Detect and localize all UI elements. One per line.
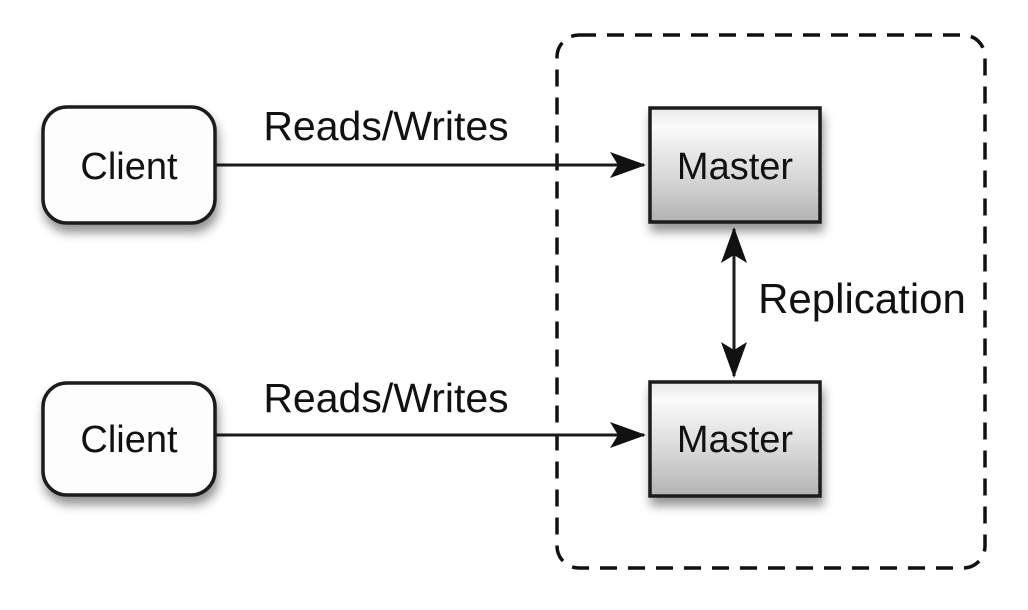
node-client-2: [41, 381, 217, 497]
edge-reads-writes-top-label: Reads/Writes: [263, 103, 508, 149]
cluster-dashed-boundary: [555, 33, 987, 570]
node-master-1-label: Master: [677, 146, 793, 188]
node-master-2: [648, 380, 822, 498]
edge-replication-label: Replication: [758, 275, 966, 322]
node-master-1: [648, 106, 822, 224]
node-master-2-label: Master: [677, 419, 793, 461]
node-client-2-label: Client: [80, 419, 178, 461]
node-client-1: [41, 105, 217, 225]
edge-reads-writes-bottom-label: Reads/Writes: [263, 375, 508, 421]
node-client-1-label: Client: [80, 146, 178, 188]
